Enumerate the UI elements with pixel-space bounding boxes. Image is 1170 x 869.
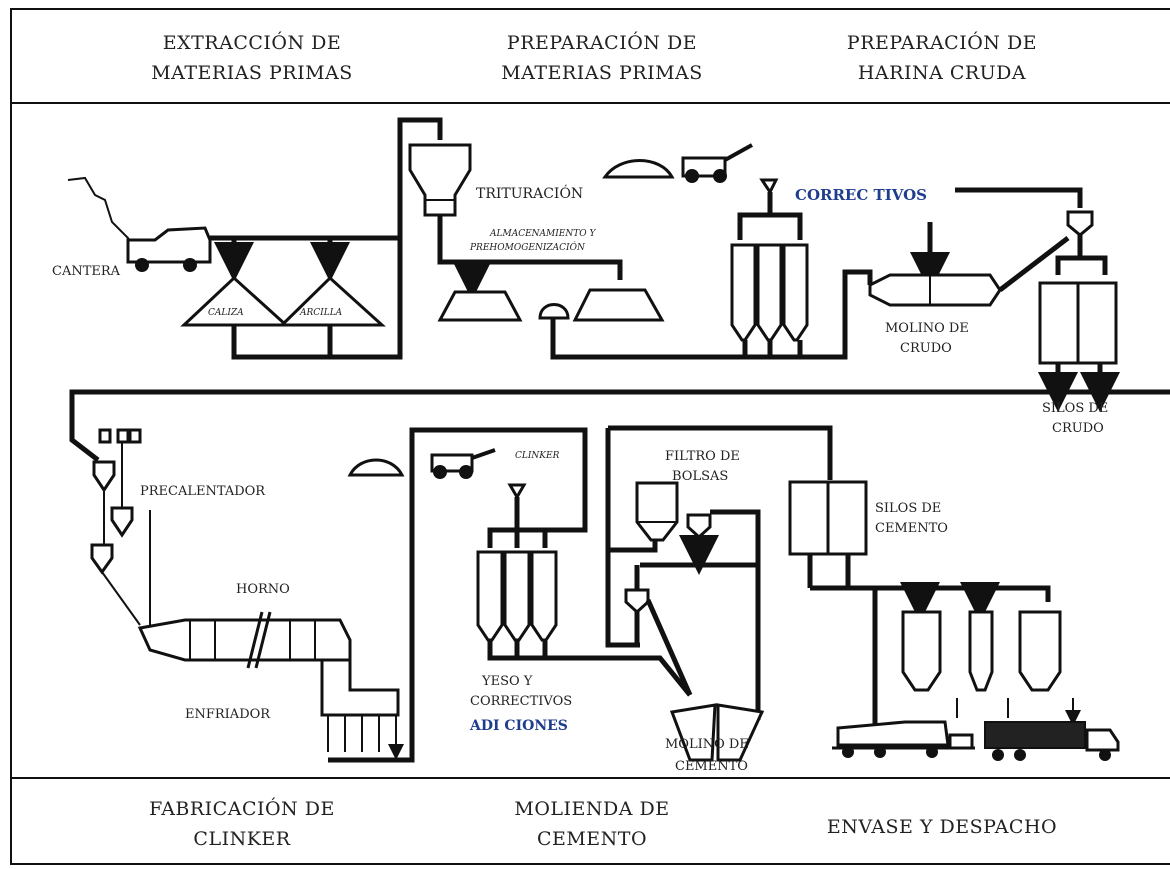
raw-silos bbox=[730, 243, 809, 342]
cement-additive-silos bbox=[476, 550, 558, 642]
silos-crudo-label-2: CRUDO bbox=[1052, 421, 1104, 436]
molino-crudo-label-1: MOLINO DE bbox=[885, 321, 969, 336]
pipe-piles-to-crusher bbox=[231, 117, 443, 360]
correctivos-pile bbox=[602, 159, 675, 179]
pipe-to-cement-silos bbox=[608, 425, 833, 480]
yeso-label-2: CORRECTIVOS bbox=[470, 694, 572, 709]
arcilla-label: ARCILLA bbox=[299, 308, 343, 318]
process-diagram-frame: EXTRACCIÓN DE MATERIAS PRIMAS PREPARACIÓ… bbox=[10, 8, 1170, 865]
clinker-cooler-icon bbox=[320, 658, 398, 752]
quarry-terrain bbox=[67, 176, 139, 256]
stage-title-envase: ENVASE Y DESPACHO bbox=[826, 816, 1058, 838]
enfriador-label: ENFRIADOR bbox=[185, 707, 271, 722]
loader-icon bbox=[681, 143, 753, 183]
prehomog-pile-1 bbox=[437, 290, 523, 322]
trituracion-label: TRITURACIÓN bbox=[476, 184, 583, 202]
adiciones-label: ADI CIONES bbox=[469, 718, 568, 734]
pipe-raw-mill-to-cyclone bbox=[998, 236, 1070, 292]
pipe-correctivos-to-cyclone bbox=[955, 187, 1083, 208]
pipe-cement-loop bbox=[605, 428, 640, 648]
footer-band: FABRICACIÓN DE CLINKER MOLIENDA DE CEMEN… bbox=[12, 777, 1170, 869]
cement-mill-icon bbox=[669, 703, 765, 762]
prehomog-pile-2 bbox=[572, 288, 665, 322]
stage-title-harina-cruda: PREPARACIÓN DE HARINA CRUDA bbox=[846, 32, 1038, 84]
header-band: EXTRACCIÓN DE MATERIAS PRIMAS PREPARACIÓ… bbox=[12, 10, 1170, 104]
stage-title-clinker: FABRICACIÓN DE CLINKER bbox=[149, 798, 335, 850]
filtro-label-2: BOLSAS bbox=[672, 469, 728, 484]
pipe-additives-to-cement-mill bbox=[545, 655, 692, 697]
stage-title-preparacion-materias: PREPARACIÓN DE MATERIAS PRIMAS bbox=[501, 32, 703, 84]
molino-cemento-label-2: CEMENTO bbox=[675, 759, 748, 774]
correctivos-hopper bbox=[759, 178, 779, 195]
almacenamiento-label-1: ALMACENAMIENTO Y bbox=[489, 229, 596, 239]
raw-mill-icon bbox=[868, 273, 1002, 307]
correctivos-label: CORREC TIVOS bbox=[795, 186, 927, 204]
almacenamiento-label-2: PREHOMOGENIZACIÓN bbox=[469, 241, 586, 253]
stage-title-extraccion: EXTRACCIÓN DE MATERIAS PRIMAS bbox=[151, 32, 353, 84]
cement-cyclone-icon bbox=[686, 513, 712, 540]
caliza-label: CALIZA bbox=[208, 308, 244, 318]
dump-truck-icon bbox=[126, 226, 212, 272]
pipe-raw-meal-to-preheater bbox=[69, 389, 1170, 462]
yeso-label-1: YESO Y bbox=[481, 674, 533, 689]
cantera-label: CANTERA bbox=[52, 264, 121, 279]
silos-cemento-label-1: SILOS DE bbox=[875, 501, 941, 516]
silos-crudo-label-1: SILOS DE bbox=[1042, 401, 1108, 416]
crusher-icon bbox=[408, 143, 472, 217]
clinker-loader-icon bbox=[430, 448, 496, 479]
preheater-tower-icon bbox=[90, 428, 151, 630]
reclaimer-icon bbox=[538, 303, 570, 320]
filtro-label-1: FILTRO DE bbox=[665, 449, 740, 464]
pipe-cement-dispatch bbox=[810, 585, 1051, 602]
clinker-pile bbox=[347, 458, 405, 477]
bagged-cement-truck-icon bbox=[984, 721, 1120, 761]
molino-crudo-label-2: CRUDO bbox=[900, 341, 952, 356]
separator-icon bbox=[624, 588, 650, 615]
raw-cyclone-icon bbox=[1066, 210, 1094, 237]
silos-cemento-label-2: CEMENTO bbox=[875, 521, 948, 536]
rotary-kiln-icon bbox=[137, 611, 352, 669]
molino-cemento-label-1: MOLINO DE bbox=[665, 737, 749, 752]
pipe-crusher-to-storage bbox=[437, 215, 623, 280]
rail-hopper-car-icon bbox=[832, 720, 975, 758]
bag-filter-icon bbox=[635, 481, 679, 542]
pipe-cooler-to-clinker-silos bbox=[328, 427, 588, 763]
yeso-hopper bbox=[507, 483, 527, 500]
precalentador-label: PRECALENTADOR bbox=[140, 484, 266, 499]
cement-silos bbox=[788, 480, 868, 556]
clinker-label: CLINKER bbox=[515, 451, 560, 461]
pipe-storage-to-silos bbox=[550, 318, 745, 360]
horno-label: HORNO bbox=[236, 582, 290, 597]
raw-meal-silos bbox=[1038, 281, 1118, 365]
stage-title-molienda: MOLIENDA DE CEMENTO bbox=[514, 798, 670, 850]
dispatch-silos bbox=[901, 610, 1062, 692]
pipe-silos-to-raw-mill bbox=[800, 269, 873, 360]
